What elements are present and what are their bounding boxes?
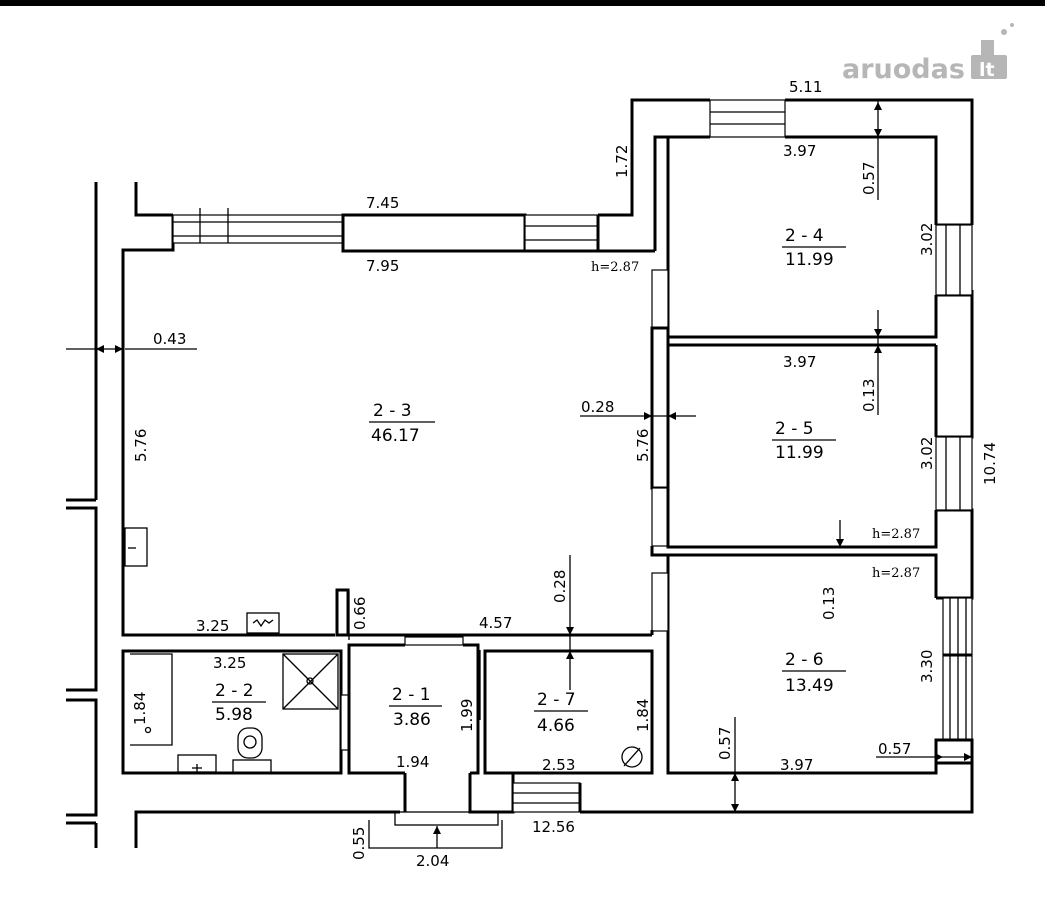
dim-label: 4.57 bbox=[479, 614, 512, 632]
dim-label: 0.57 bbox=[860, 162, 878, 195]
dim-label: 5.76 bbox=[132, 429, 150, 462]
room-2-2-id: 2 - 2 bbox=[215, 681, 254, 701]
dim-label: 7.45 bbox=[366, 194, 399, 212]
dim-label: 0.13 bbox=[860, 379, 878, 412]
dim-label: 7.95 bbox=[366, 257, 399, 275]
room-2-5-id: 2 - 5 bbox=[775, 419, 814, 439]
window-top-right bbox=[709, 99, 786, 138]
room-2-3-area: 46.17 bbox=[371, 426, 420, 446]
dim-label: 1.84 bbox=[634, 699, 652, 732]
room-2-1-id: 2 - 1 bbox=[392, 685, 431, 705]
room-labels: 2 - 3 46.17 2 - 4 11.99 2 - 5 11.99 2 - … bbox=[212, 226, 846, 736]
window-right-1 bbox=[935, 224, 973, 296]
room-2-4-walls bbox=[785, 135, 938, 225]
dim-label: 3.97 bbox=[783, 142, 816, 160]
top-border bbox=[0, 0, 1045, 6]
dim-label: 2.53 bbox=[542, 756, 575, 774]
exterior-walls bbox=[66, 98, 974, 848]
room-2-7-area: 4.66 bbox=[537, 716, 575, 736]
room-2-5-area: 11.99 bbox=[775, 443, 824, 463]
room-2-4-area: 11.99 bbox=[785, 250, 834, 270]
window-top-middle bbox=[524, 214, 599, 252]
aruodas-logo: aruodas lt bbox=[842, 23, 1014, 85]
wall-pier-top bbox=[341, 213, 527, 253]
logo-name: aruodas bbox=[842, 54, 965, 85]
dim-label: 0.13 bbox=[820, 587, 838, 620]
room-2-1-walls bbox=[347, 643, 405, 775]
room-2-7-id: 2 - 7 bbox=[537, 690, 576, 710]
dim-label: 3.25 bbox=[213, 654, 246, 672]
room-2-6-walls bbox=[650, 546, 938, 598]
dimension-lines bbox=[66, 100, 972, 848]
dim-label: 3.02 bbox=[918, 437, 936, 470]
room-2-4-id: 2 - 4 bbox=[785, 226, 824, 246]
room-2-1-area: 3.86 bbox=[393, 710, 431, 730]
dim-label: 0.66 bbox=[351, 597, 369, 630]
dim-label: 3.97 bbox=[783, 353, 816, 371]
dim-label: 1.84 bbox=[131, 692, 149, 725]
dim-label: 0.28 bbox=[551, 570, 569, 603]
room-2-7-walls bbox=[483, 649, 654, 775]
dimension-labels: 5.11 1.72 3.97 0.57 7.45 7.95 3.02 0.43 … bbox=[131, 78, 999, 870]
dim-label: 1.94 bbox=[396, 753, 429, 771]
window-top-left bbox=[172, 208, 344, 244]
room-2-6-id: 2 - 6 bbox=[785, 650, 824, 670]
dim-label: 2.04 bbox=[416, 852, 449, 870]
dim-label: 10.74 bbox=[981, 442, 999, 485]
dim-label: 3.02 bbox=[918, 223, 936, 256]
dim-label: 12.56 bbox=[532, 818, 575, 836]
dim-label: 0.43 bbox=[153, 330, 186, 348]
height-labels: h=2.87 h=2.87 h=2.87 bbox=[591, 260, 920, 581]
dim-label: 3.25 bbox=[196, 617, 229, 635]
dim-label: 3.97 bbox=[780, 756, 813, 774]
dim-label: 5.76 bbox=[634, 429, 652, 462]
height-label: h=2.87 bbox=[872, 566, 920, 581]
dim-label: 5.11 bbox=[789, 78, 822, 96]
dim-label: 0.28 bbox=[581, 398, 614, 416]
dim-label: 0.55 bbox=[350, 827, 368, 860]
logo-tld: lt bbox=[979, 59, 995, 81]
dim-label: 1.72 bbox=[613, 145, 631, 178]
dim-label: 3.30 bbox=[918, 650, 936, 683]
window-right-3 bbox=[942, 597, 973, 741]
dim-label: 1.99 bbox=[458, 699, 476, 732]
height-label: h=2.87 bbox=[872, 527, 920, 542]
room-2-2-area: 5.98 bbox=[215, 705, 253, 725]
room-2-6-area: 13.49 bbox=[785, 676, 834, 696]
height-label: h=2.87 bbox=[591, 260, 639, 275]
dim-label: 0.57 bbox=[716, 727, 734, 760]
room-2-3-id: 2 - 3 bbox=[373, 401, 412, 421]
dim-label: 0.57 bbox=[878, 740, 911, 758]
window-right-2 bbox=[935, 436, 973, 511]
